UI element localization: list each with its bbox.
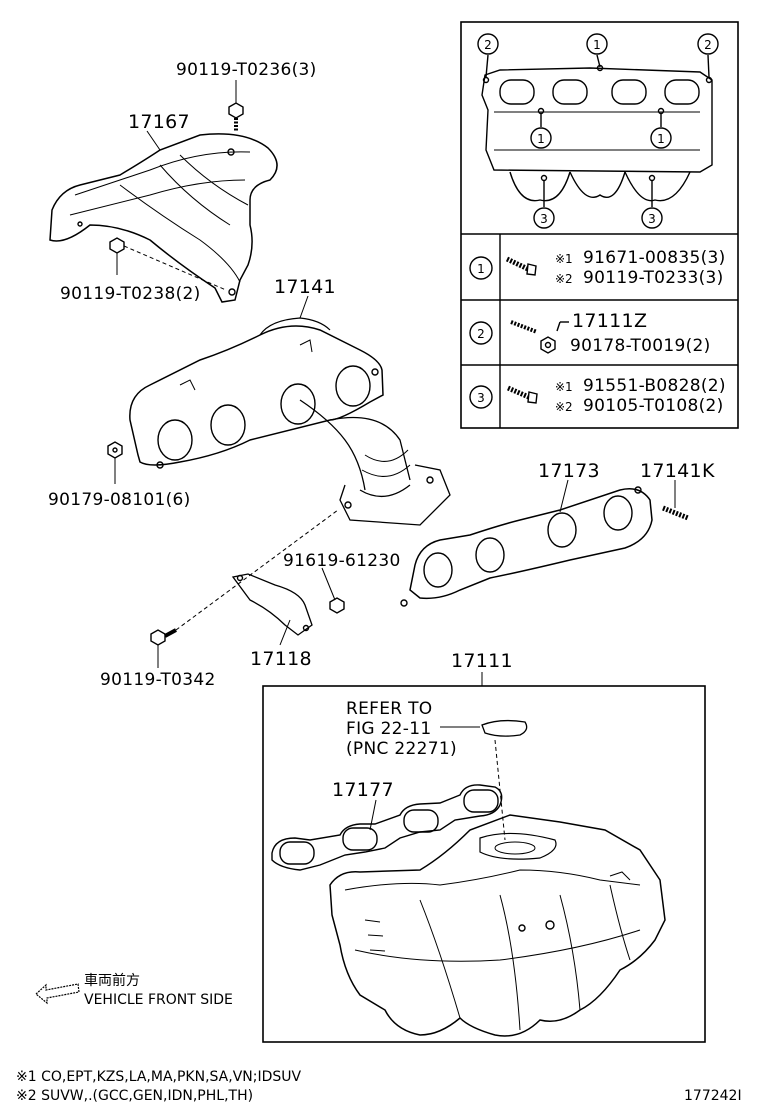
refer-line-2: FIG 22-11: [346, 719, 431, 739]
row2-part-2: 90178-T0019(2): [570, 336, 711, 356]
bracket: [231, 573, 313, 636]
leader-lines: [114, 80, 676, 831]
stud-icon: [510, 320, 538, 334]
row1-part-1: 91671-00835(3): [583, 248, 726, 268]
row3-callout-label: 3: [477, 391, 485, 405]
bolt-icon: [150, 628, 177, 646]
row3-part-2: 90105-T0108(2): [583, 396, 724, 416]
row3-mark-1: ※1: [555, 380, 573, 394]
callout-1-label: 1: [657, 132, 665, 146]
refer-line-3: (PNC 22271): [346, 739, 457, 759]
row3-callout: [469, 385, 493, 409]
row1-part-2: 90119-T0233(3): [583, 268, 724, 288]
callout-2-label: 2: [704, 38, 712, 52]
intake-manifold: [329, 814, 666, 1037]
part-90119-t0342: 90119-T0342: [100, 670, 216, 690]
callout-2-label: 2: [484, 38, 492, 52]
callout-1-lower-left: [530, 127, 552, 149]
heat-insulator: [49, 133, 278, 303]
callout-3-right: [641, 207, 663, 229]
callout-3-label: 3: [540, 212, 548, 226]
row1-mark-2: ※2: [555, 272, 573, 286]
part-17111: 17111: [451, 650, 513, 672]
row3-part-1: 91551-B0828(2): [583, 376, 726, 396]
bolt-icon: [329, 597, 345, 614]
nut-icon: [540, 321, 569, 354]
part-17141: 17141: [274, 276, 336, 298]
callout-1-lower-right: [650, 127, 672, 149]
footnote-1: ※1 CO,EPT,KZS,LA,MA,PKN,SA,VN;IDSUV: [16, 1069, 302, 1085]
bolt-icon: [109, 237, 125, 254]
part-90179-08101: 90179-08101(6): [48, 490, 191, 510]
figure-id: 177242I: [684, 1088, 742, 1104]
part-90119-t0236: 90119-T0236(3): [176, 60, 317, 80]
row1-callout-label: 1: [477, 262, 485, 276]
bolt-icon: [505, 256, 537, 276]
part-17173: 17173: [538, 460, 600, 482]
direction-japanese: 車両前方: [84, 972, 140, 989]
refer-line-1: REFER TO: [346, 699, 432, 719]
stud-17141k: [662, 505, 689, 521]
part-17118: 17118: [250, 648, 312, 670]
callout-3-label: 3: [648, 212, 656, 226]
row2-callout: [469, 321, 493, 345]
throttle-gasket: [481, 719, 528, 737]
detail-box: [460, 21, 739, 429]
part-17141k: 17141K: [640, 460, 715, 482]
callout-3-left: [533, 207, 555, 229]
part-90119-t0238: 90119-T0238(2): [60, 284, 201, 304]
callout-1-label: 1: [593, 38, 601, 52]
direction-english: VEHICLE FRONT SIDE: [84, 992, 233, 1008]
footnote-2: ※2 SUVW,.(GCC,GEN,IDN,PHL,TH): [16, 1088, 253, 1104]
manifold-top-view: [481, 54, 713, 207]
row1-mark-1: ※1: [555, 252, 573, 266]
callout-2-right: [697, 33, 719, 55]
intake-box: [262, 685, 706, 1043]
row3-mark-2: ※2: [555, 400, 573, 414]
nut-icon: [107, 441, 123, 459]
vehicle-front-arrow: [35, 983, 80, 1005]
part-17177: 17177: [332, 779, 394, 801]
part-17167: 17167: [128, 111, 190, 133]
bolt-icon: [228, 102, 244, 132]
row2-part-1: 17111Z: [572, 310, 647, 332]
callout-2-left: [477, 33, 499, 55]
bolt-icon: [507, 385, 538, 404]
intake-gasket: [271, 784, 503, 871]
exhaust-gasket: [400, 486, 653, 607]
callout-1-top: [586, 33, 608, 55]
part-91619-61230: 91619-61230: [283, 551, 401, 571]
row2-callout-label: 2: [477, 327, 485, 341]
callout-1-label: 1: [537, 132, 545, 146]
row1-callout: [469, 256, 493, 280]
